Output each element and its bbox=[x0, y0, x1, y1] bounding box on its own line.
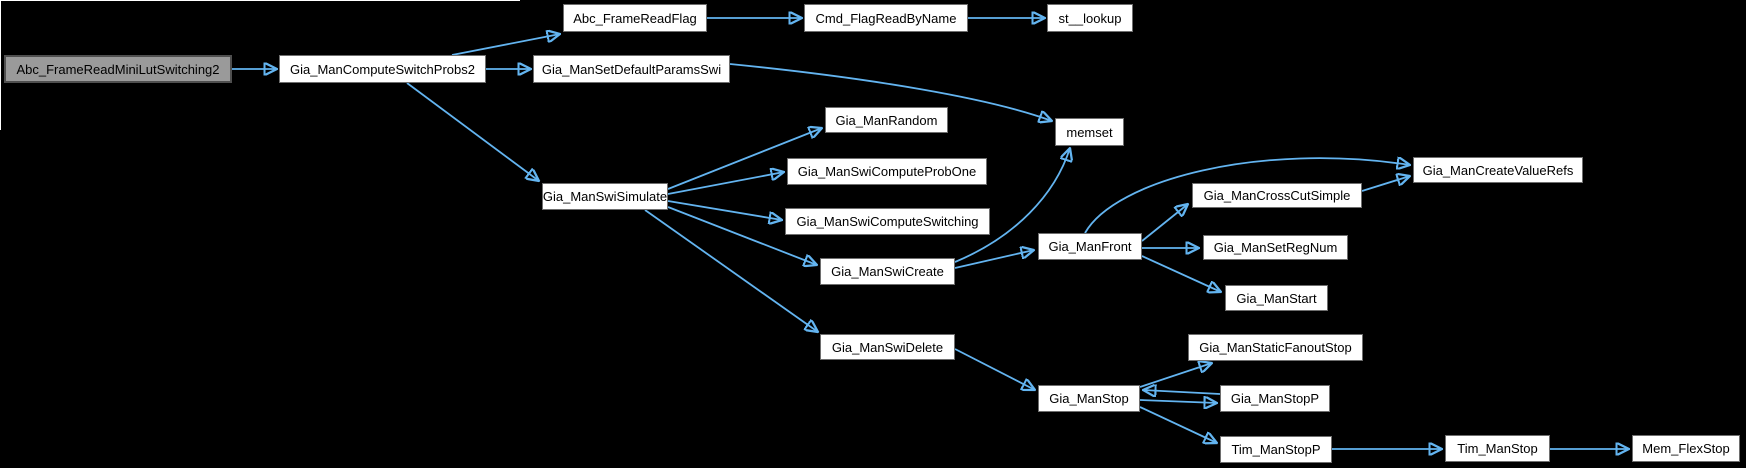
edge-computeswitchprobs2-to-swisimulate bbox=[406, 82, 539, 181]
edge-front-to-start bbox=[1141, 255, 1221, 292]
edge-swisimulate-to-swidelete bbox=[644, 209, 818, 332]
node-gia-manswisimulate[interactable]: Gia_ManSwiSimulate bbox=[542, 183, 668, 210]
node-gia-manstaticfanoutstop[interactable]: Gia_ManStaticFanoutStop bbox=[1188, 334, 1363, 361]
node-tim-manstopp[interactable]: Tim_ManStopP bbox=[1220, 436, 1332, 463]
edge-swicreate-to-front bbox=[954, 250, 1034, 269]
node-gia-mancomputeswitchprobs2[interactable]: Gia_ManComputeSwitchProbs2 bbox=[279, 55, 486, 83]
node-abc-framereadminilutswitching2: Abc_FrameReadMiniLutSwitching2 bbox=[4, 55, 232, 83]
edge-stop-to-staticfanoutstop bbox=[1139, 363, 1212, 388]
node-gia-mancrosscutsimple[interactable]: Gia_ManCrossCutSimple bbox=[1192, 183, 1362, 208]
edge-stop-to-timmanstopp bbox=[1139, 406, 1217, 443]
node-tim-manstop[interactable]: Tim_ManStop bbox=[1445, 435, 1550, 462]
edge-swidelete-to-stop bbox=[954, 348, 1035, 390]
node-abc-framereadflag[interactable]: Abc_FrameReadFlag bbox=[563, 4, 707, 32]
edge-front-to-crosscutsimple bbox=[1141, 204, 1188, 242]
edge-front-to-createvaluerefs bbox=[1084, 158, 1410, 234]
node-gia-manswicomputeswitching[interactable]: Gia_ManSwiComputeSwitching bbox=[785, 208, 990, 235]
edge-stopp-to-stop bbox=[1143, 390, 1221, 394]
edge-swicreate-to-memset bbox=[954, 148, 1070, 263]
edge-computeswitchprobs2-to-framereadflag bbox=[451, 34, 560, 56]
node-gia-manswidelete[interactable]: Gia_ManSwiDelete bbox=[820, 334, 955, 360]
node-cmd-flagreadbyname[interactable]: Cmd_FlagReadByName bbox=[804, 4, 968, 32]
edge-setdefaultparamsswi-to-memset bbox=[729, 63, 1052, 121]
edge-crosscutsimple-to-createvaluerefs bbox=[1361, 176, 1410, 192]
edge-swisimulate-to-swicomputeswitching bbox=[667, 200, 782, 220]
frame-left-border bbox=[0, 0, 1, 130]
node-gia-manstart[interactable]: Gia_ManStart bbox=[1225, 285, 1328, 311]
edge-swisimulate-to-swicreate bbox=[667, 206, 817, 265]
node-gia-mancreatevaluerefs[interactable]: Gia_ManCreateValueRefs bbox=[1413, 157, 1583, 183]
node-gia-manstopp[interactable]: Gia_ManStopP bbox=[1220, 385, 1330, 412]
node-memset[interactable]: memset bbox=[1055, 118, 1124, 146]
node-gia-manswicomputeprobone[interactable]: Gia_ManSwiComputeProbOne bbox=[787, 158, 987, 185]
edge-stop-to-stopp bbox=[1139, 400, 1217, 403]
node-gia-manrandom[interactable]: Gia_ManRandom bbox=[825, 107, 948, 133]
node-gia-manfront[interactable]: Gia_ManFront bbox=[1038, 233, 1142, 260]
node-gia-manswicreate[interactable]: Gia_ManSwiCreate bbox=[820, 258, 955, 285]
node-mem-flexstop[interactable]: Mem_FlexStop bbox=[1632, 435, 1740, 462]
node-gia-manstop[interactable]: Gia_ManStop bbox=[1038, 385, 1140, 412]
node-gia-mansetregnum[interactable]: Gia_ManSetRegNum bbox=[1203, 235, 1348, 260]
frame-top-border bbox=[0, 0, 520, 1]
node-st-lookup[interactable]: st__lookup bbox=[1047, 4, 1133, 32]
edge-swisimulate-to-random bbox=[667, 128, 822, 190]
node-gia-mansetdefaultparamsswi[interactable]: Gia_ManSetDefaultParamsSwi bbox=[533, 55, 730, 83]
edge-swisimulate-to-swicomputeprobone bbox=[667, 172, 784, 195]
